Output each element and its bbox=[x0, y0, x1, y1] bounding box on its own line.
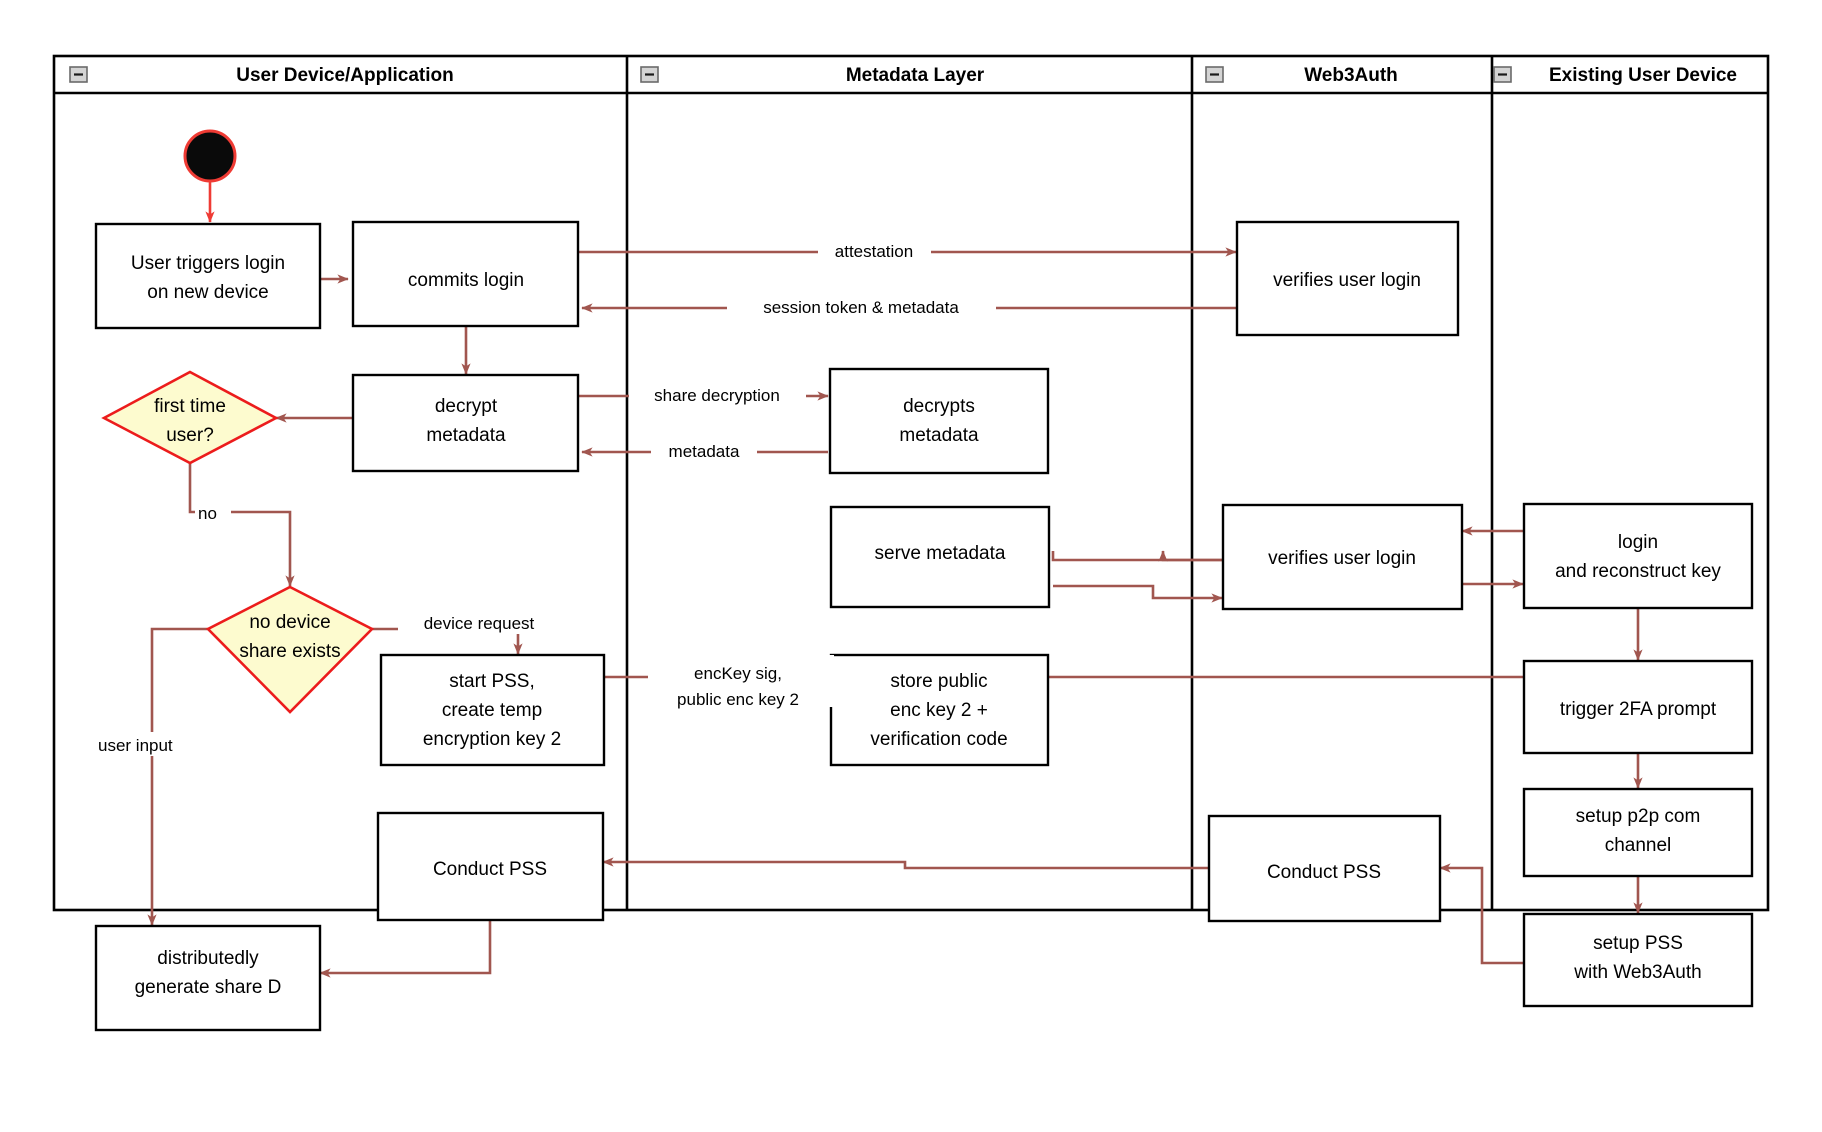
edge-label-user-input: user input bbox=[96, 732, 212, 756]
node-no-device-share-decision[interactable]: no device share exists bbox=[205, 585, 375, 714]
svg-text:public enc key 2: public enc key 2 bbox=[677, 690, 799, 709]
node-label-line: verifies user login bbox=[1268, 548, 1416, 569]
node-label-line: metadata bbox=[899, 425, 979, 446]
node-label-line: encryption key 2 bbox=[423, 729, 561, 750]
svg-text:no: no bbox=[198, 504, 217, 523]
swimlane-frame bbox=[52, 54, 1770, 912]
edge-label-attestation: attestation bbox=[818, 238, 931, 262]
node-label-line: distributedly bbox=[157, 948, 259, 969]
node-label-line: serve metadata bbox=[875, 543, 1006, 564]
lane-header-web3auth[interactable]: Web3Auth bbox=[1205, 65, 1398, 86]
node-start[interactable] bbox=[183, 129, 237, 183]
lane-header-user-device[interactable]: User Device/Application bbox=[69, 65, 454, 86]
node-label-line: decrypts bbox=[903, 396, 975, 417]
node-label-line: setup p2p com bbox=[1576, 806, 1701, 827]
node-start-pss[interactable]: start PSS, create temp encryption key 2 bbox=[379, 653, 606, 767]
lane-title-user-device: User Device/Application bbox=[236, 65, 454, 86]
node-label-line: verification code bbox=[870, 729, 1007, 750]
node-decrypt-metadata[interactable]: decrypt metadata bbox=[351, 373, 580, 473]
node-label-line: commits login bbox=[408, 270, 524, 291]
svg-text:device request: device request bbox=[424, 614, 535, 633]
lane-title-existing-device: Existing User Device bbox=[1549, 65, 1737, 86]
edge-user-input bbox=[147, 627, 208, 926]
node-label-line: and reconstruct key bbox=[1555, 561, 1721, 582]
node-conduct-pss-web3auth[interactable]: Conduct PSS bbox=[1207, 814, 1442, 923]
node-conduct-pss-user[interactable]: Conduct PSS bbox=[376, 811, 605, 922]
node-label-line: login bbox=[1618, 532, 1658, 553]
node-verifies-user-login-2[interactable]: verifies user login bbox=[1221, 503, 1464, 611]
lane-title-web3auth: Web3Auth bbox=[1304, 65, 1398, 86]
node-label-line: Conduct PSS bbox=[433, 859, 547, 880]
edge-label-metadata: metadata bbox=[651, 438, 757, 462]
edge-conductpss-to-user bbox=[602, 857, 1208, 870]
edge-conductpss-to-shared bbox=[319, 920, 492, 978]
node-label-line: User triggers login bbox=[131, 253, 285, 274]
node-label-line: metadata bbox=[426, 425, 506, 446]
node-commits-login[interactable]: commits login bbox=[351, 220, 580, 328]
node-label-line: first time bbox=[154, 396, 226, 417]
lane-header-metadata[interactable]: Metadata Layer bbox=[640, 65, 985, 86]
node-label-line: store public bbox=[890, 671, 987, 692]
node-label-line: start PSS, bbox=[449, 671, 535, 692]
node-trigger-2fa-prompt[interactable]: trigger 2FA prompt bbox=[1522, 659, 1754, 755]
node-decrypts-metadata[interactable]: decrypts metadata bbox=[828, 367, 1050, 475]
node-label-line: decrypt bbox=[435, 396, 498, 417]
edge-label-session-token: session token & metadata bbox=[727, 294, 996, 318]
minus-box-icon[interactable] bbox=[1493, 66, 1512, 83]
node-setup-pss-web3auth[interactable]: setup PSS with Web3Auth bbox=[1522, 912, 1754, 1008]
node-label-line: with Web3Auth bbox=[1573, 962, 1701, 983]
svg-text:metadata: metadata bbox=[669, 442, 740, 461]
node-label-line: Conduct PSS bbox=[1267, 862, 1381, 883]
lane-header-existing-device[interactable]: Existing User Device bbox=[1493, 65, 1737, 86]
svg-text:share decryption: share decryption bbox=[654, 386, 780, 405]
svg-text:attestation: attestation bbox=[835, 242, 913, 261]
node-label-line: setup PSS bbox=[1593, 933, 1683, 954]
svg-text:session token & metadata: session token & metadata bbox=[763, 298, 959, 317]
node-label-line: share exists bbox=[239, 641, 340, 662]
edge-label-enckey-sig: encKey sig, public enc key 2 bbox=[648, 655, 834, 709]
node-serve-metadata[interactable]: serve metadata bbox=[829, 505, 1051, 609]
node-first-time-user-decision[interactable]: first time user? bbox=[101, 370, 279, 465]
node-label-line: no device bbox=[249, 612, 330, 633]
edge-setuppss-to-conductpss bbox=[1439, 863, 1523, 965]
edge-first-time-no bbox=[188, 463, 295, 587]
node-label-line: generate share D bbox=[135, 977, 282, 998]
minus-box-icon[interactable] bbox=[1205, 66, 1224, 83]
node-verifies-user-login-1[interactable]: verifies user login bbox=[1235, 220, 1460, 337]
edge-label-no: no bbox=[195, 500, 231, 524]
node-setup-p2p-channel[interactable]: setup p2p com channel bbox=[1522, 787, 1754, 878]
edge-verifies2-to-serve-leg bbox=[1051, 551, 1222, 562]
node-store-public-enc-key[interactable]: store public enc key 2 + verification co… bbox=[829, 653, 1050, 767]
edge-label-share-decryption: share decryption bbox=[629, 382, 806, 406]
svg-text:encKey sig,: encKey sig, bbox=[694, 664, 782, 683]
node-label-line: create temp bbox=[442, 700, 542, 721]
node-generate-share-d[interactable]: distributedly generate share D bbox=[94, 924, 322, 1032]
node-label-line: on new device bbox=[147, 282, 268, 303]
node-label-line: trigger 2FA prompt bbox=[1560, 699, 1717, 720]
edge-label-device-request: device request bbox=[398, 610, 561, 634]
edge-store-to-2fa bbox=[1048, 669, 1565, 681]
node-label-line: channel bbox=[1605, 835, 1672, 856]
node-label-line: user? bbox=[166, 425, 214, 446]
node-label-line: verifies user login bbox=[1273, 270, 1421, 291]
minus-box-icon[interactable] bbox=[640, 66, 659, 83]
minus-box-icon[interactable] bbox=[69, 66, 88, 83]
node-label-line: enc key 2 + bbox=[890, 700, 988, 721]
edge-serve-to-verifies2 bbox=[1053, 584, 1223, 603]
node-user-triggers-login[interactable]: User triggers login on new device bbox=[94, 222, 322, 330]
lane-title-metadata: Metadata Layer bbox=[846, 65, 985, 86]
node-login-reconstruct-key[interactable]: login and reconstruct key bbox=[1522, 502, 1754, 610]
svg-text:user input: user input bbox=[98, 736, 173, 755]
